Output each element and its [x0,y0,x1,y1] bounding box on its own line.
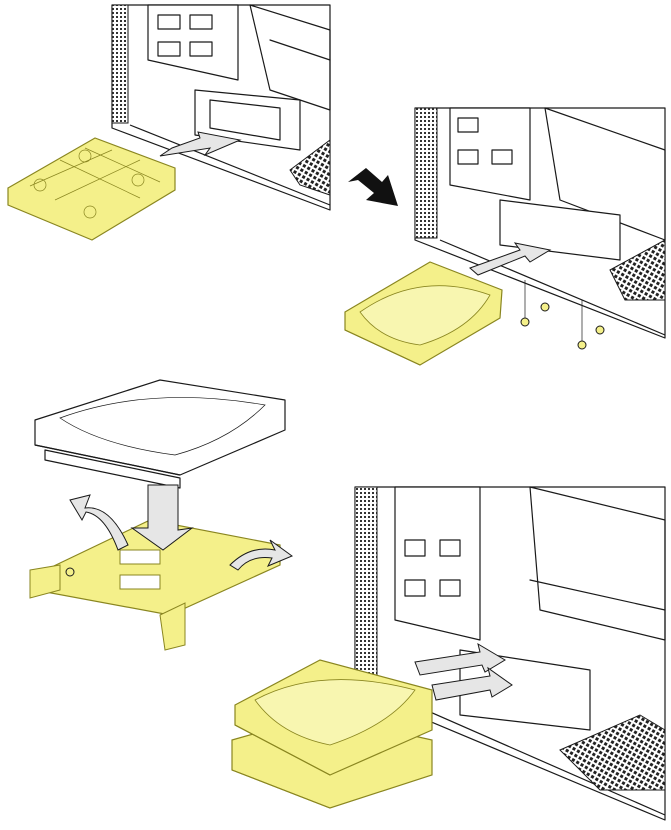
case-chassis [111,4,331,211]
step-3-mount-bracket [29,379,294,651]
screw-icon [520,317,530,327]
hard-drive [34,379,286,489]
stacked-hard-drives [231,659,433,809]
flex-arrow-left [69,494,129,551]
screw-icon [595,325,605,335]
step-2-insert-hdd [344,107,666,366]
tray-ribs [29,147,161,219]
next-step-arrow-icon [348,168,398,206]
screws [520,280,605,350]
case-chassis [354,486,666,821]
pull-out-arrow [159,131,242,157]
screw-icon [540,302,550,312]
removed-tray [7,137,176,241]
down-arrow [130,484,194,551]
insert-arrow-upper [414,642,506,676]
hard-drive [344,261,503,366]
flex-arrow-right [229,539,294,571]
insert-arrow [469,242,552,276]
step-1-remove-tray [7,4,331,241]
case-chassis [414,107,666,339]
screw-icon [577,340,587,350]
insert-arrow-lower [431,666,513,701]
step-4-insert-stacked [231,486,666,821]
